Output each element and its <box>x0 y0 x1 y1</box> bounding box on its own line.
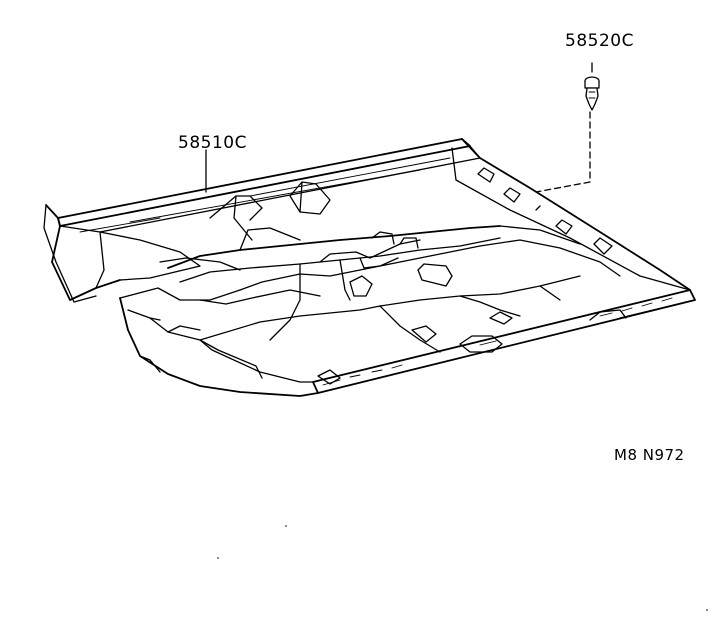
part-label-carpet: 58510C <box>178 133 247 153</box>
clip-part <box>535 62 600 193</box>
drawing-code: M8 N972 <box>614 446 685 464</box>
floor-carpet <box>43 138 696 397</box>
install-dashed-line <box>535 111 591 193</box>
part-label-clip: 58520C <box>565 31 634 51</box>
